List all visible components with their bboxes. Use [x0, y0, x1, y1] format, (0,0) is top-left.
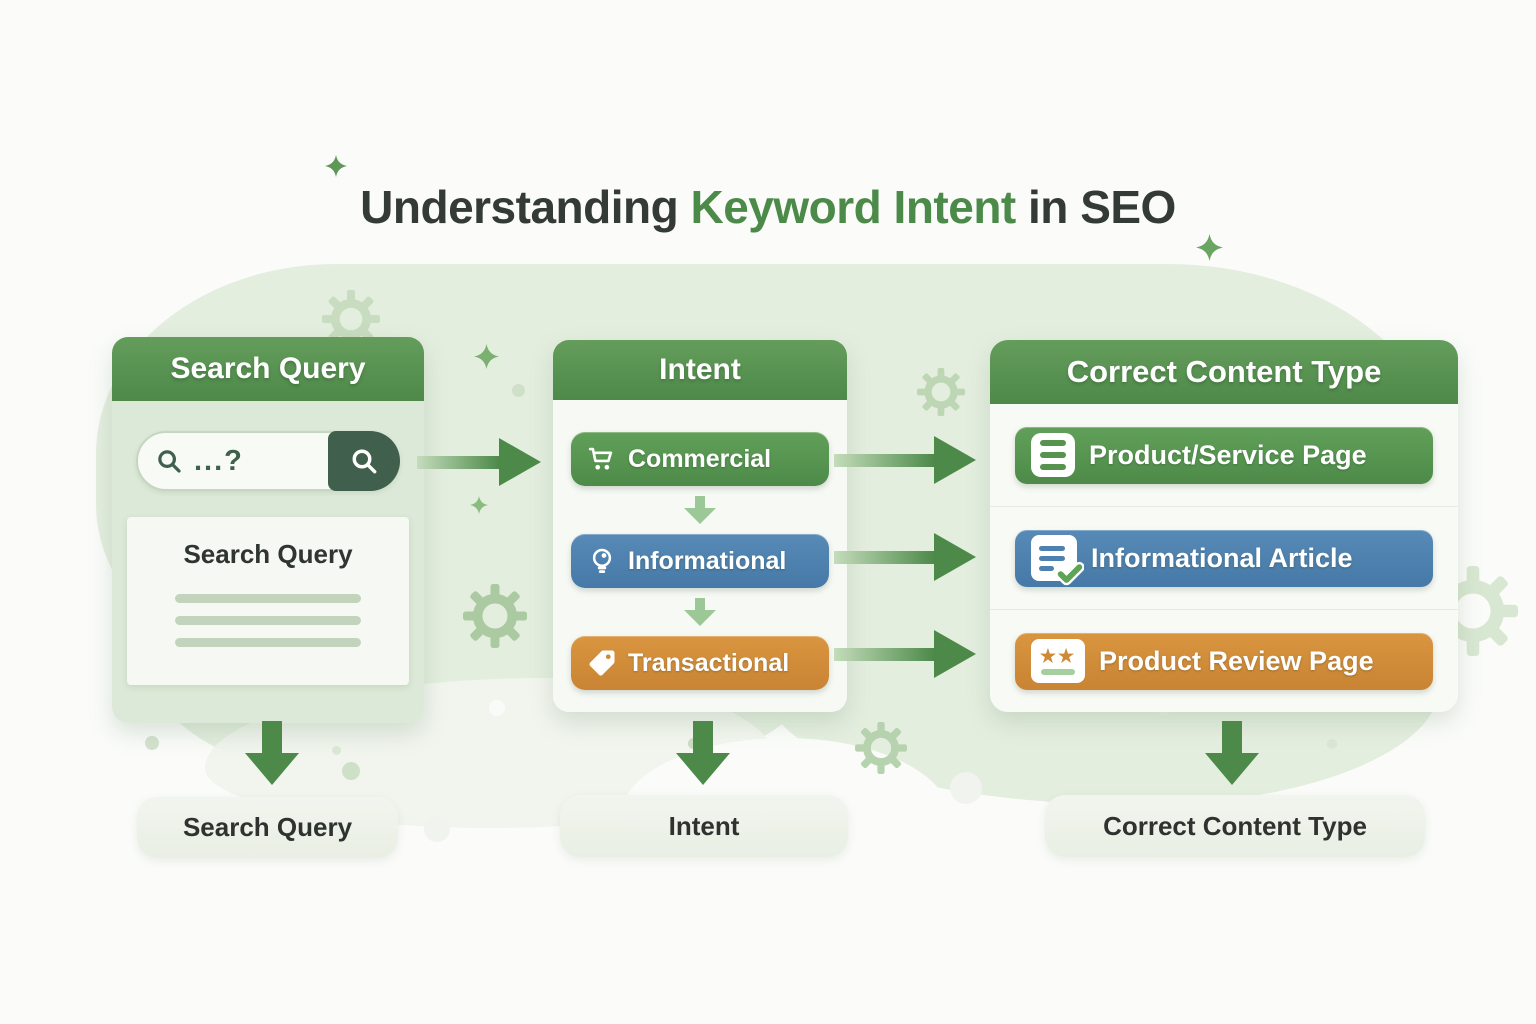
dot [1327, 739, 1337, 749]
dot [342, 762, 360, 780]
dot [489, 700, 505, 716]
content-bar-label: Product/Service Page [1089, 439, 1367, 470]
document-lines-icon [1031, 433, 1075, 477]
content-row: ★★ Product Review Page [990, 609, 1458, 712]
gear-icon [463, 584, 527, 648]
card-title: Search Query [183, 539, 353, 569]
intent-pill-label: Commercial [628, 444, 772, 473]
title-pre: Understanding [360, 181, 691, 233]
footer-label-search-query: Search Query [137, 797, 398, 858]
content-row: Informational Article [990, 506, 1458, 609]
search-icon [352, 449, 377, 474]
arrow-right-icon [834, 533, 976, 581]
arrow-right-icon [834, 436, 976, 484]
article-check-icon [1031, 535, 1084, 586]
dot [424, 816, 450, 842]
arrow-right-icon [417, 438, 541, 486]
placeholder-line [175, 594, 361, 603]
search-icon [158, 450, 181, 473]
panel-intent-header: Intent [553, 340, 847, 400]
content-bar-label: Informational Article [1091, 542, 1353, 573]
lightbulb-icon [587, 546, 617, 576]
panel-search-query: Search Query ...? Search Query [112, 337, 424, 723]
search-button [328, 431, 400, 491]
page-title: Understanding Keyword Intent in SEO [0, 180, 1536, 234]
sparkle-icon [470, 496, 488, 514]
star-rating-icon: ★★ [1031, 639, 1085, 683]
intent-pill-transactional: Transactional [571, 636, 829, 690]
cart-icon [587, 444, 617, 474]
panel-content-type-header: Correct Content Type [990, 340, 1458, 404]
content-bar-product-review: ★★ Product Review Page [1015, 632, 1433, 690]
arrow-down-icon [676, 721, 730, 785]
dot [332, 746, 341, 755]
arrow-right-icon [834, 630, 976, 678]
panel-search-query-header: Search Query [112, 337, 424, 401]
sparkle-icon [1196, 234, 1223, 261]
search-input: ...? [136, 431, 400, 491]
dot [145, 736, 159, 750]
panel-intent-body: Commercial Informational [553, 400, 847, 712]
footer-label-intent: Intent [560, 795, 848, 857]
arrow-down-icon [245, 721, 299, 785]
dot [950, 772, 982, 804]
gear-icon [855, 722, 907, 774]
intent-pill-informational: Informational [571, 534, 829, 588]
panel-content-type: Correct Content Type Product/Service Pag… [990, 340, 1458, 712]
sparkle-icon [325, 155, 347, 177]
arrow-down-icon [1205, 721, 1259, 785]
gear-icon [917, 368, 965, 416]
mini-down-arrow [684, 598, 716, 626]
intent-pill-label: Transactional [628, 648, 790, 677]
intent-pill-commercial: Commercial [571, 432, 829, 486]
placeholder-line [175, 616, 361, 625]
placeholder-line [175, 638, 361, 647]
content-bar-product-service: Product/Service Page [1015, 426, 1433, 484]
sparkle-icon [474, 344, 499, 369]
tag-icon [587, 648, 617, 678]
intent-pill-label: Informational [628, 546, 787, 575]
search-result-card: Search Query [127, 517, 409, 685]
panel-intent: Intent Commercial [553, 340, 847, 712]
content-row: Product/Service Page [990, 404, 1458, 506]
search-placeholder: ...? [194, 444, 244, 477]
dot [512, 384, 525, 397]
title-highlight: Keyword Intent [690, 181, 1017, 233]
content-bar-label: Product Review Page [1099, 645, 1374, 676]
footer-label-content-type: Correct Content Type [1045, 795, 1425, 857]
panel-search-query-body: ...? Search Query [112, 401, 424, 723]
content-bar-informational-article: Informational Article [1015, 529, 1433, 587]
mini-down-arrow [684, 496, 716, 524]
panel-content-type-body: Product/Service Page Informational Artic… [990, 404, 1458, 712]
title-post: in SEO [1015, 181, 1176, 233]
